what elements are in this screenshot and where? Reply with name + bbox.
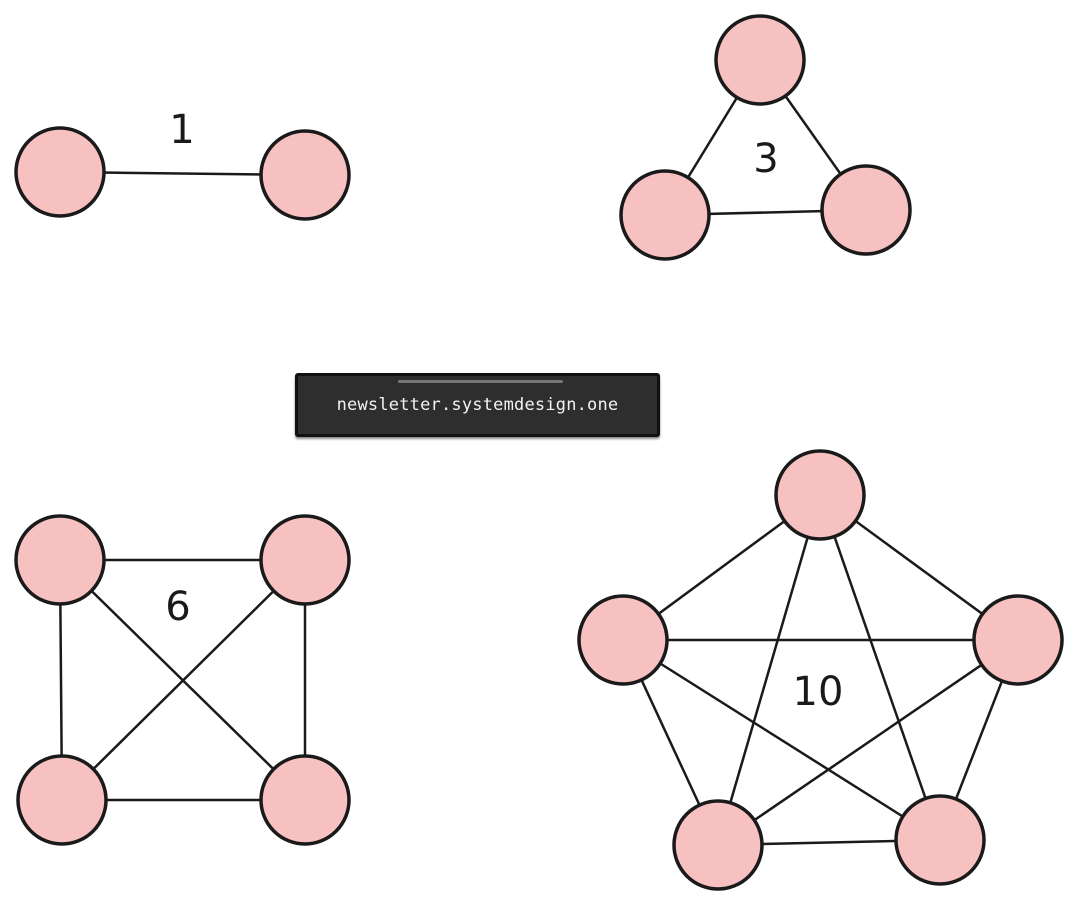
node <box>16 754 108 846</box>
connection-count-label: 10 <box>793 669 844 715</box>
node <box>774 449 866 541</box>
connection-count-label: 1 <box>169 107 194 153</box>
edge <box>717 638 1019 847</box>
node <box>619 169 711 261</box>
graph-2-nodes: 1 <box>14 107 351 221</box>
connection-count-label: 3 <box>753 136 778 182</box>
node <box>14 126 106 218</box>
watermark-banner: newsletter.systemdesign.one <box>295 373 660 437</box>
edge <box>61 559 306 801</box>
node <box>672 799 764 891</box>
banner-text: newsletter.systemdesign.one <box>336 395 619 415</box>
node <box>14 514 106 606</box>
node <box>259 514 351 606</box>
node <box>259 754 351 846</box>
node <box>714 14 806 106</box>
edge <box>818 494 942 841</box>
edge <box>716 494 822 846</box>
edge <box>622 638 941 842</box>
node <box>259 129 351 221</box>
node <box>972 594 1064 686</box>
node <box>894 794 986 886</box>
graph-3-nodes: 3 <box>619 14 912 261</box>
connection-count-label: 6 <box>165 584 190 630</box>
node <box>577 594 669 686</box>
node <box>820 164 912 256</box>
graph-5-nodes: 10 <box>577 449 1064 891</box>
graph-4-nodes: 6 <box>14 514 351 846</box>
